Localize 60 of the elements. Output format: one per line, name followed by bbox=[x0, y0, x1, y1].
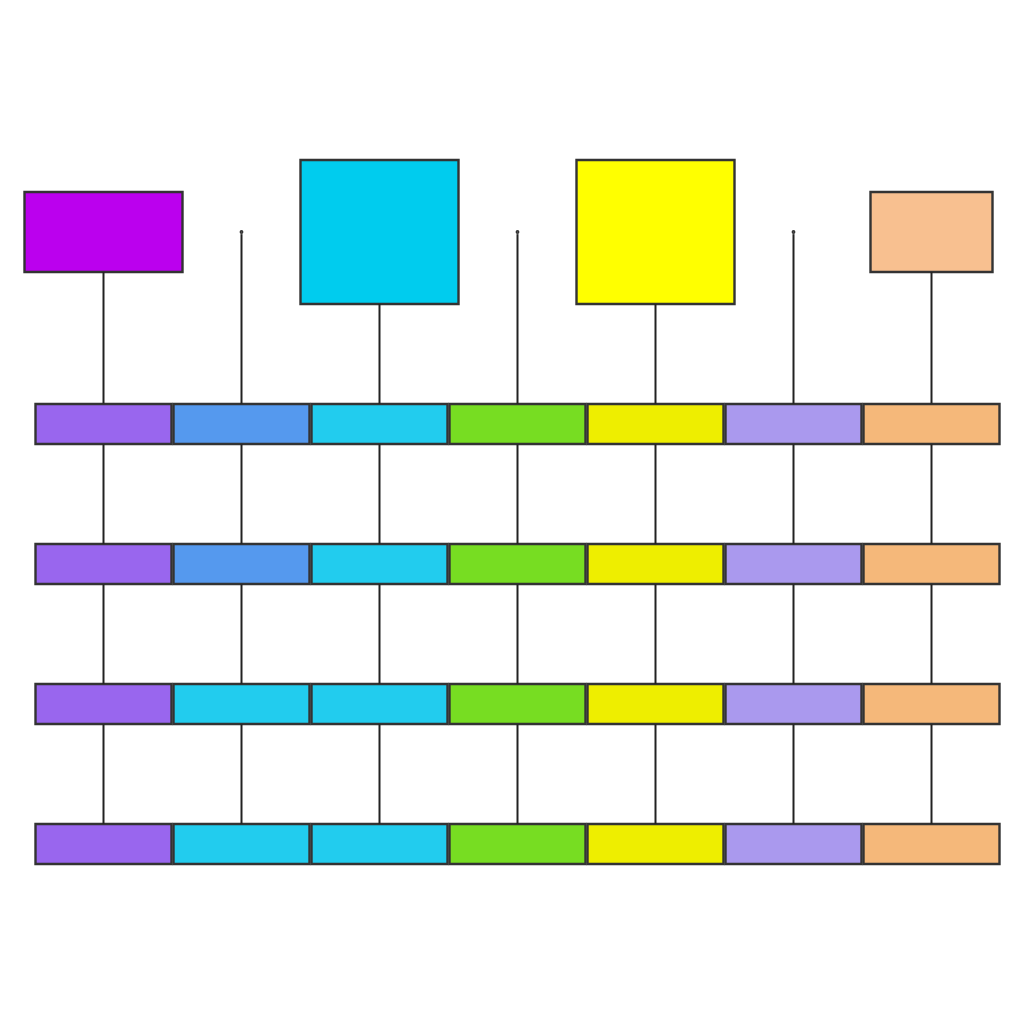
connector bbox=[654, 583, 657, 685]
connector bbox=[792, 443, 795, 545]
connector bbox=[930, 271, 933, 405]
connector bbox=[654, 723, 657, 825]
node-box bbox=[575, 158, 736, 306]
connector bbox=[240, 443, 243, 545]
connector bbox=[930, 723, 933, 825]
node-box bbox=[586, 402, 725, 446]
connector bbox=[378, 303, 381, 405]
node-box bbox=[448, 822, 587, 866]
node-box bbox=[23, 190, 184, 274]
node-box bbox=[724, 682, 863, 726]
node-box bbox=[299, 158, 460, 306]
connector bbox=[240, 723, 243, 825]
connector bbox=[102, 443, 105, 545]
connector bbox=[516, 233, 519, 405]
connector bbox=[654, 443, 657, 545]
connector bbox=[102, 583, 105, 685]
node-box bbox=[172, 682, 311, 726]
node-box bbox=[862, 402, 1001, 446]
node-box bbox=[586, 542, 725, 586]
node-box bbox=[310, 822, 449, 866]
node-box bbox=[862, 542, 1001, 586]
node-box bbox=[310, 682, 449, 726]
node-box bbox=[869, 190, 994, 274]
node-box bbox=[724, 822, 863, 866]
node-box bbox=[172, 402, 311, 446]
connector bbox=[240, 583, 243, 685]
node-box bbox=[862, 682, 1001, 726]
connector bbox=[378, 723, 381, 825]
connector bbox=[378, 583, 381, 685]
node-box bbox=[724, 542, 863, 586]
connector bbox=[378, 443, 381, 545]
node-box bbox=[172, 542, 311, 586]
node-box bbox=[586, 682, 725, 726]
node-box bbox=[310, 542, 449, 586]
node-box bbox=[586, 822, 725, 866]
node-box bbox=[724, 402, 863, 446]
node-box bbox=[34, 682, 173, 726]
connector bbox=[654, 303, 657, 405]
node-box bbox=[172, 822, 311, 866]
connector bbox=[516, 723, 519, 825]
connector bbox=[516, 583, 519, 685]
node-box bbox=[310, 402, 449, 446]
node-box bbox=[448, 402, 587, 446]
connector bbox=[792, 233, 795, 405]
connector bbox=[930, 583, 933, 685]
connector bbox=[102, 271, 105, 405]
node-box bbox=[448, 542, 587, 586]
node-box bbox=[448, 682, 587, 726]
connector bbox=[240, 233, 243, 405]
connector bbox=[792, 723, 795, 825]
connector bbox=[102, 723, 105, 825]
connector bbox=[930, 443, 933, 545]
node-box bbox=[34, 822, 173, 866]
connector bbox=[516, 443, 519, 545]
node-box bbox=[34, 542, 173, 586]
connector bbox=[792, 583, 795, 685]
node-box bbox=[34, 402, 173, 446]
node-box bbox=[862, 822, 1001, 866]
